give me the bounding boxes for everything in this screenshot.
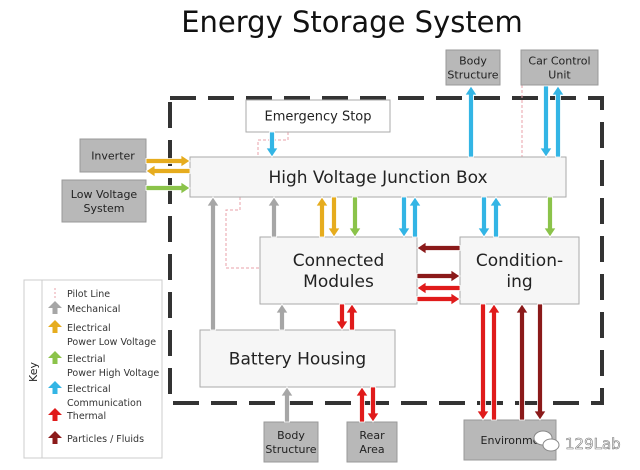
thermal-arrow-bh-rear xyxy=(366,386,380,423)
battery-housing-block: Battery Housing xyxy=(199,329,396,388)
legend-title: Key xyxy=(27,362,40,382)
connected-modules-block-label: Connected xyxy=(293,251,385,271)
body-structure-bottom-block-label: Body xyxy=(277,429,305,442)
arrow-lv-icon xyxy=(48,320,62,333)
hv-junction-box-block-label: High Voltage Junction Box xyxy=(268,168,487,188)
system-boundary xyxy=(168,96,604,405)
pilot-line xyxy=(225,197,260,269)
hv-arrow-cm xyxy=(348,196,362,238)
legend-label: Electrical xyxy=(67,323,111,334)
legend-label: Pilot Line xyxy=(67,289,110,300)
legend-label: Electrial xyxy=(67,354,105,365)
legend-label: Thermal xyxy=(66,411,106,422)
thermal-arrow-env-cond xyxy=(487,303,501,421)
body-structure-bottom-block-label: Structure xyxy=(265,443,316,456)
hv-junction-box-block: High Voltage Junction Box xyxy=(189,156,567,198)
arrow-mechanical-icon xyxy=(48,301,62,314)
wechat-icon xyxy=(533,430,560,452)
lv-arrow-from-hvjb xyxy=(145,164,191,178)
comm-arrow-cond-down xyxy=(477,196,491,238)
fluid-arrow-cm-cond xyxy=(416,269,461,283)
car-control-unit-block-label: Car Control xyxy=(528,55,590,68)
body-structure-top-block-label: Body xyxy=(459,55,487,68)
low-voltage-system-block-label: System xyxy=(83,202,124,215)
legend-item-fluids: Particles / Fluids xyxy=(48,431,144,445)
rear-area-block-label: Rear xyxy=(359,429,385,442)
comm-arrow-body-structure xyxy=(464,85,478,158)
comm-arrow-ccu-down xyxy=(539,85,553,158)
legend-label: Electrical xyxy=(67,384,111,395)
mech-arrow-bh-hvjb xyxy=(206,196,220,331)
comm-arrow-estop xyxy=(265,131,279,158)
emergency-stop-block: Emergency Stop xyxy=(245,99,391,133)
mech-arrow-bh-cm xyxy=(275,303,289,331)
thermal-arrow-cond-env xyxy=(476,303,490,421)
fluid-arrow-cond-env xyxy=(533,303,547,421)
fluid-arrow-env-cond xyxy=(515,303,529,421)
legend-label: Particles / Fluids xyxy=(67,434,144,445)
lv-arrow-to-hvjb xyxy=(145,154,191,168)
arrow-hv-icon xyxy=(48,351,62,364)
legend-item-pilot: Pilot Line xyxy=(54,288,110,300)
lv-arrow-cm-up xyxy=(315,196,329,238)
inverter-block-label: Inverter xyxy=(91,149,135,162)
arrow-fluids-icon xyxy=(48,431,62,444)
inverter-block: Inverter xyxy=(79,138,147,173)
conditioning-block: Condition-ing xyxy=(459,236,580,305)
arrow-thermal-icon xyxy=(48,408,62,421)
thermal-arrow-bh-cm xyxy=(345,303,359,331)
mech-arrow-body-bh xyxy=(280,386,294,423)
battery-housing-block-label: Battery Housing xyxy=(229,350,366,370)
legend-label: Power Low Voltage xyxy=(67,337,156,348)
comm-arrow-cm-down xyxy=(397,196,411,238)
comm-arrow-ccu-up xyxy=(551,85,565,158)
connected-modules-block-label: Modules xyxy=(303,272,374,292)
thermal-arrow-cm-cond xyxy=(416,292,461,306)
legend-label: Power High Voltage xyxy=(67,368,159,379)
car-control-unit-block-label: Unit xyxy=(548,68,571,81)
thermal-arrow-rear-bh xyxy=(355,386,369,423)
legend-label: Communication xyxy=(67,398,142,409)
diagram-title: Energy Storage System xyxy=(181,5,523,39)
mech-arrow-cm-hvjb xyxy=(267,196,281,238)
body-structure-top-block-label: Structure xyxy=(447,68,498,81)
low-voltage-system-block-label: Low Voltage xyxy=(71,188,138,201)
thermal-arrow-cond-cm xyxy=(416,281,461,295)
legend-item-mechanical: Mechanical xyxy=(48,301,120,315)
watermark: 129Lab xyxy=(533,430,621,453)
hv-arrow-cond xyxy=(543,196,557,238)
watermark-text: 129Lab xyxy=(565,435,621,453)
lv-arrow-cm-down xyxy=(327,196,341,238)
comm-arrow-cm-up xyxy=(408,196,422,238)
legend-label: Mechanical xyxy=(67,304,120,315)
thermal-arrow-cm-bh xyxy=(335,303,349,331)
fluid-arrow-cond-cm xyxy=(416,241,461,255)
rear-area-block-label: Area xyxy=(359,443,384,456)
legend-item-thermal: Thermal xyxy=(48,408,106,422)
environment-block-label: Environme xyxy=(481,434,540,447)
comm-arrow-cond-up xyxy=(489,196,503,238)
arrow-comm-icon xyxy=(48,381,62,394)
conditioning-block-label: Condition- xyxy=(476,251,563,271)
conditioning-block-label: ing xyxy=(506,272,532,292)
hv-arrow-lv-system xyxy=(145,181,191,195)
emergency-stop-block-label: Emergency Stop xyxy=(264,110,371,125)
